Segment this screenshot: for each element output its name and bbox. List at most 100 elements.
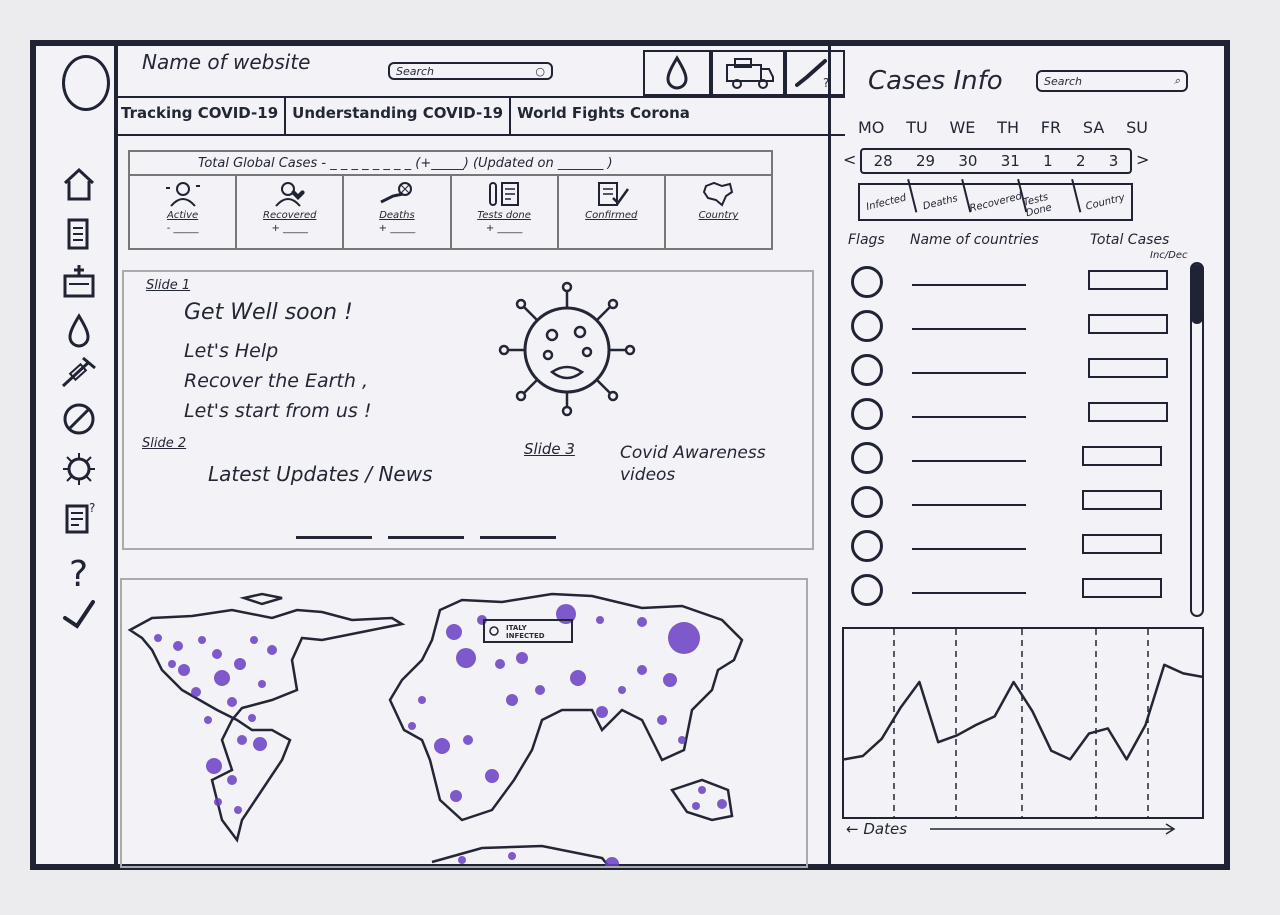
cases-search-input[interactable]: Search ⌕ — [1036, 70, 1188, 92]
filter-tests-done[interactable]: Tests Done — [1020, 178, 1082, 226]
recovered-patient-icon — [274, 182, 305, 207]
stat-confirmed[interactable]: Confirmed — [559, 176, 666, 250]
world-map[interactable]: ITALY INFECTED — [120, 578, 808, 868]
virus-illustration — [498, 281, 636, 417]
x-axis-arrow — [930, 823, 1176, 835]
header-search-placeholder: Search — [396, 64, 435, 78]
slide2-label[interactable]: Slide 2 — [142, 436, 187, 451]
date-cell[interactable]: 3 — [1108, 152, 1119, 170]
header-search-input[interactable]: Search ○ — [388, 62, 553, 80]
scrollbar-thumb[interactable] — [1191, 264, 1203, 324]
col-total-unit: Inc/Dec — [1150, 250, 1188, 261]
weekday-row: MO TU WE TH FR SA SU — [858, 118, 1148, 137]
col-country-names: Name of countries — [910, 232, 1039, 248]
deaths-icon — [380, 182, 412, 204]
slides-carousel[interactable]: Slide 1 Get Well soon ! Let's Help Recov… — [122, 270, 814, 550]
date-cell[interactable]: 28 — [873, 152, 893, 170]
cases-line-chart — [842, 627, 1204, 819]
country-flag[interactable] — [851, 574, 883, 606]
site-name[interactable]: Name of website — [142, 50, 311, 74]
country-list-scrollbar[interactable] — [1190, 262, 1204, 617]
home-icon[interactable] — [54, 165, 104, 203]
stat-label: Recovered — [263, 210, 317, 221]
no-entry-icon[interactable] — [54, 400, 104, 438]
country-name-placeholder[interactable] — [912, 548, 1026, 550]
date-cell[interactable]: 31 — [1000, 152, 1020, 170]
weekday: FR — [1040, 118, 1062, 137]
country-name-placeholder[interactable] — [912, 372, 1026, 374]
weekday: WE — [949, 118, 976, 137]
slide-indicator-2[interactable] — [388, 536, 464, 539]
slide-indicator-1[interactable] — [296, 536, 372, 539]
country-flag[interactable] — [851, 354, 883, 386]
next-week-arrow[interactable]: > — [1136, 150, 1150, 169]
help-icon[interactable]: ? — [54, 552, 104, 590]
document-icon[interactable] — [54, 215, 104, 253]
prev-week-arrow[interactable]: < — [843, 150, 857, 169]
filter-deaths[interactable]: Deaths — [911, 178, 973, 226]
tab-tracking-covid[interactable]: Tracking COVID-19 — [115, 98, 287, 134]
date-cell[interactable]: 1 — [1043, 152, 1053, 170]
total-cases-box — [1088, 314, 1168, 334]
x-axis-label: Dates — [863, 820, 908, 838]
stat-label: Active — [167, 210, 199, 221]
drop-icon-button[interactable] — [643, 50, 711, 96]
search-icon: ○ — [535, 64, 545, 78]
col-total-cases: Total Cases — [1090, 232, 1170, 248]
search-icon: ⌕ — [1173, 74, 1180, 87]
x-axis-left-arrow: ← — [846, 820, 859, 838]
tab-understanding-covid[interactable]: Understanding COVID-19 — [286, 98, 512, 134]
svg-text:?: ? — [823, 76, 829, 90]
slide1-line-4: Let's start from us ! — [184, 400, 372, 422]
stat-value: + _____ — [271, 223, 309, 234]
syringe-icon[interactable] — [54, 352, 104, 390]
country-name-placeholder[interactable] — [912, 328, 1026, 330]
slide1-line-3: Recover the Earth , — [184, 370, 368, 392]
country-flag[interactable] — [851, 486, 883, 518]
stat-deaths[interactable]: Deaths + _____ — [344, 176, 452, 250]
date-cell[interactable]: 30 — [958, 152, 978, 170]
weekday: TU — [906, 118, 928, 137]
syringe-icon-button[interactable]: ? — [785, 50, 845, 96]
total-cases-box — [1088, 358, 1168, 378]
country-flag[interactable] — [851, 398, 883, 430]
country-name-placeholder[interactable] — [912, 592, 1026, 594]
confirmed-report-icon — [598, 182, 630, 206]
slide-indicator-3[interactable] — [480, 536, 556, 539]
stat-recovered[interactable]: Recovered + _____ — [237, 176, 345, 250]
date-cell[interactable]: 2 — [1075, 152, 1086, 170]
site-logo[interactable] — [62, 55, 110, 111]
country-name-placeholder[interactable] — [912, 284, 1026, 286]
country-flag[interactable] — [851, 310, 883, 342]
country-map-icon — [703, 181, 734, 207]
stat-country[interactable]: Country — [666, 176, 771, 250]
country-name-placeholder[interactable] — [912, 504, 1026, 506]
date-cell[interactable]: 29 — [916, 152, 936, 170]
ambulance-icon-button[interactable] — [711, 50, 785, 96]
tab-world-fights-corona[interactable]: World Fights Corona — [517, 104, 690, 122]
stat-label: Tests done — [477, 210, 531, 221]
phone-icon[interactable] — [54, 592, 104, 630]
filter-recovered[interactable]: Recovered — [965, 178, 1028, 226]
slide1-label[interactable]: Slide 1 — [146, 278, 191, 293]
slide3-label[interactable]: Slide 3 — [524, 440, 575, 458]
notes-icon[interactable]: ? — [54, 500, 104, 538]
map-tooltip: ITALY INFECTED — [506, 624, 545, 640]
filter-infected[interactable]: Infected — [856, 178, 918, 226]
filter-country[interactable]: Country — [1084, 191, 1126, 213]
country-name-placeholder[interactable] — [912, 460, 1026, 462]
country-name-placeholder[interactable] — [912, 416, 1026, 418]
weekday: SU — [1126, 118, 1148, 137]
global-cases-text: Total Global Cases - _ _ _ _ _ _ _ _ (+_… — [130, 152, 771, 176]
stat-label: Country — [698, 210, 739, 221]
stat-active[interactable]: Active - _____ — [130, 176, 238, 250]
hospital-icon[interactable] — [54, 262, 104, 300]
drop-icon[interactable] — [54, 312, 104, 350]
virus-icon[interactable] — [54, 450, 104, 488]
country-flag[interactable] — [851, 530, 883, 562]
stat-tests-done[interactable]: Tests done + _____ — [452, 176, 559, 250]
test-tube-icon — [489, 182, 520, 206]
cases-search-placeholder: Search — [1044, 74, 1083, 88]
country-flag[interactable] — [851, 442, 883, 474]
country-flag[interactable] — [851, 266, 883, 298]
